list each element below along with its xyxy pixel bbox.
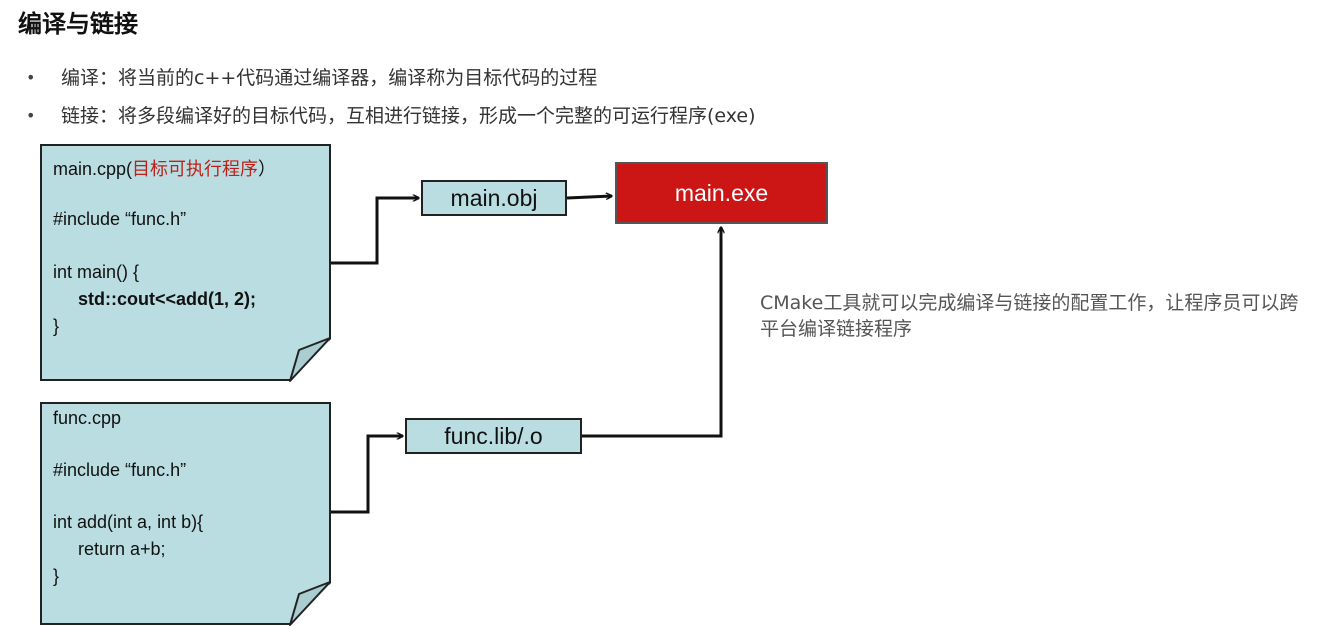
func-lib-box: func.lib/.o (405, 418, 582, 454)
arrow-obj-to-exe (566, 196, 612, 198)
main-cpp-close-brace: } (53, 316, 60, 336)
main-cpp-note-close: ） (258, 159, 277, 180)
main-cpp-main-signature: int main() { (53, 262, 140, 282)
main-obj-box: main.obj (421, 180, 567, 216)
main-cpp-cout-line: std::cout<<add(1, 2); (78, 289, 257, 309)
bullet-compile: • 编译：将当前的c++代码通过编译器，编译称为目标代码的过程 (26, 64, 926, 102)
func-cpp-add-signature: int add(int a, int b){ (53, 512, 204, 532)
func-cpp-document: func.cpp #include “func.h” int add(int a… (40, 402, 331, 625)
main-cpp-note: 目标可执行程序 (132, 159, 259, 180)
bullet-list: • 编译：将当前的c++代码通过编译器，编译称为目标代码的过程 • 链接：将多段… (26, 64, 926, 140)
func-cpp-close-brace: } (53, 566, 60, 586)
func-cpp-include-line: #include “func.h” (53, 460, 187, 480)
main-cpp-include-line: #include “func.h” (53, 209, 187, 229)
main-cpp-filename: main.cpp(目标可执行程序） (53, 155, 276, 181)
bullet-dot: • (26, 106, 36, 125)
cmake-note: CMake工具就可以完成编译与链接的配置工作，让程序员可以跨平台编译链接程序 (760, 292, 1299, 340)
arrow-main-cpp-to-obj (331, 198, 419, 265)
arrow-func-cpp-to-lib (331, 436, 403, 514)
func-cpp-filename: func.cpp (53, 408, 122, 428)
bullet-compile-text: 编译：将当前的c++代码通过编译器，编译称为目标代码的过程 (61, 67, 598, 89)
main-cpp-document: main.cpp(目标可执行程序） #include “func.h” int … (40, 144, 331, 381)
bullet-dot: • (26, 68, 36, 87)
bullet-link: • 链接：将多段编译好的目标代码，互相进行链接，形成一个完整的可运行程序(exe… (26, 102, 926, 140)
main-cpp-filename-text: main.cpp( (53, 159, 133, 179)
func-cpp-return-line: return a+b; (78, 539, 166, 559)
arrow-lib-to-exe (582, 227, 721, 438)
page-title: 编译与链接 (18, 10, 138, 38)
main-exe-box: main.exe (615, 162, 828, 224)
bullet-link-text: 链接：将多段编译好的目标代码，互相进行链接，形成一个完整的可运行程序(exe) (61, 105, 756, 127)
